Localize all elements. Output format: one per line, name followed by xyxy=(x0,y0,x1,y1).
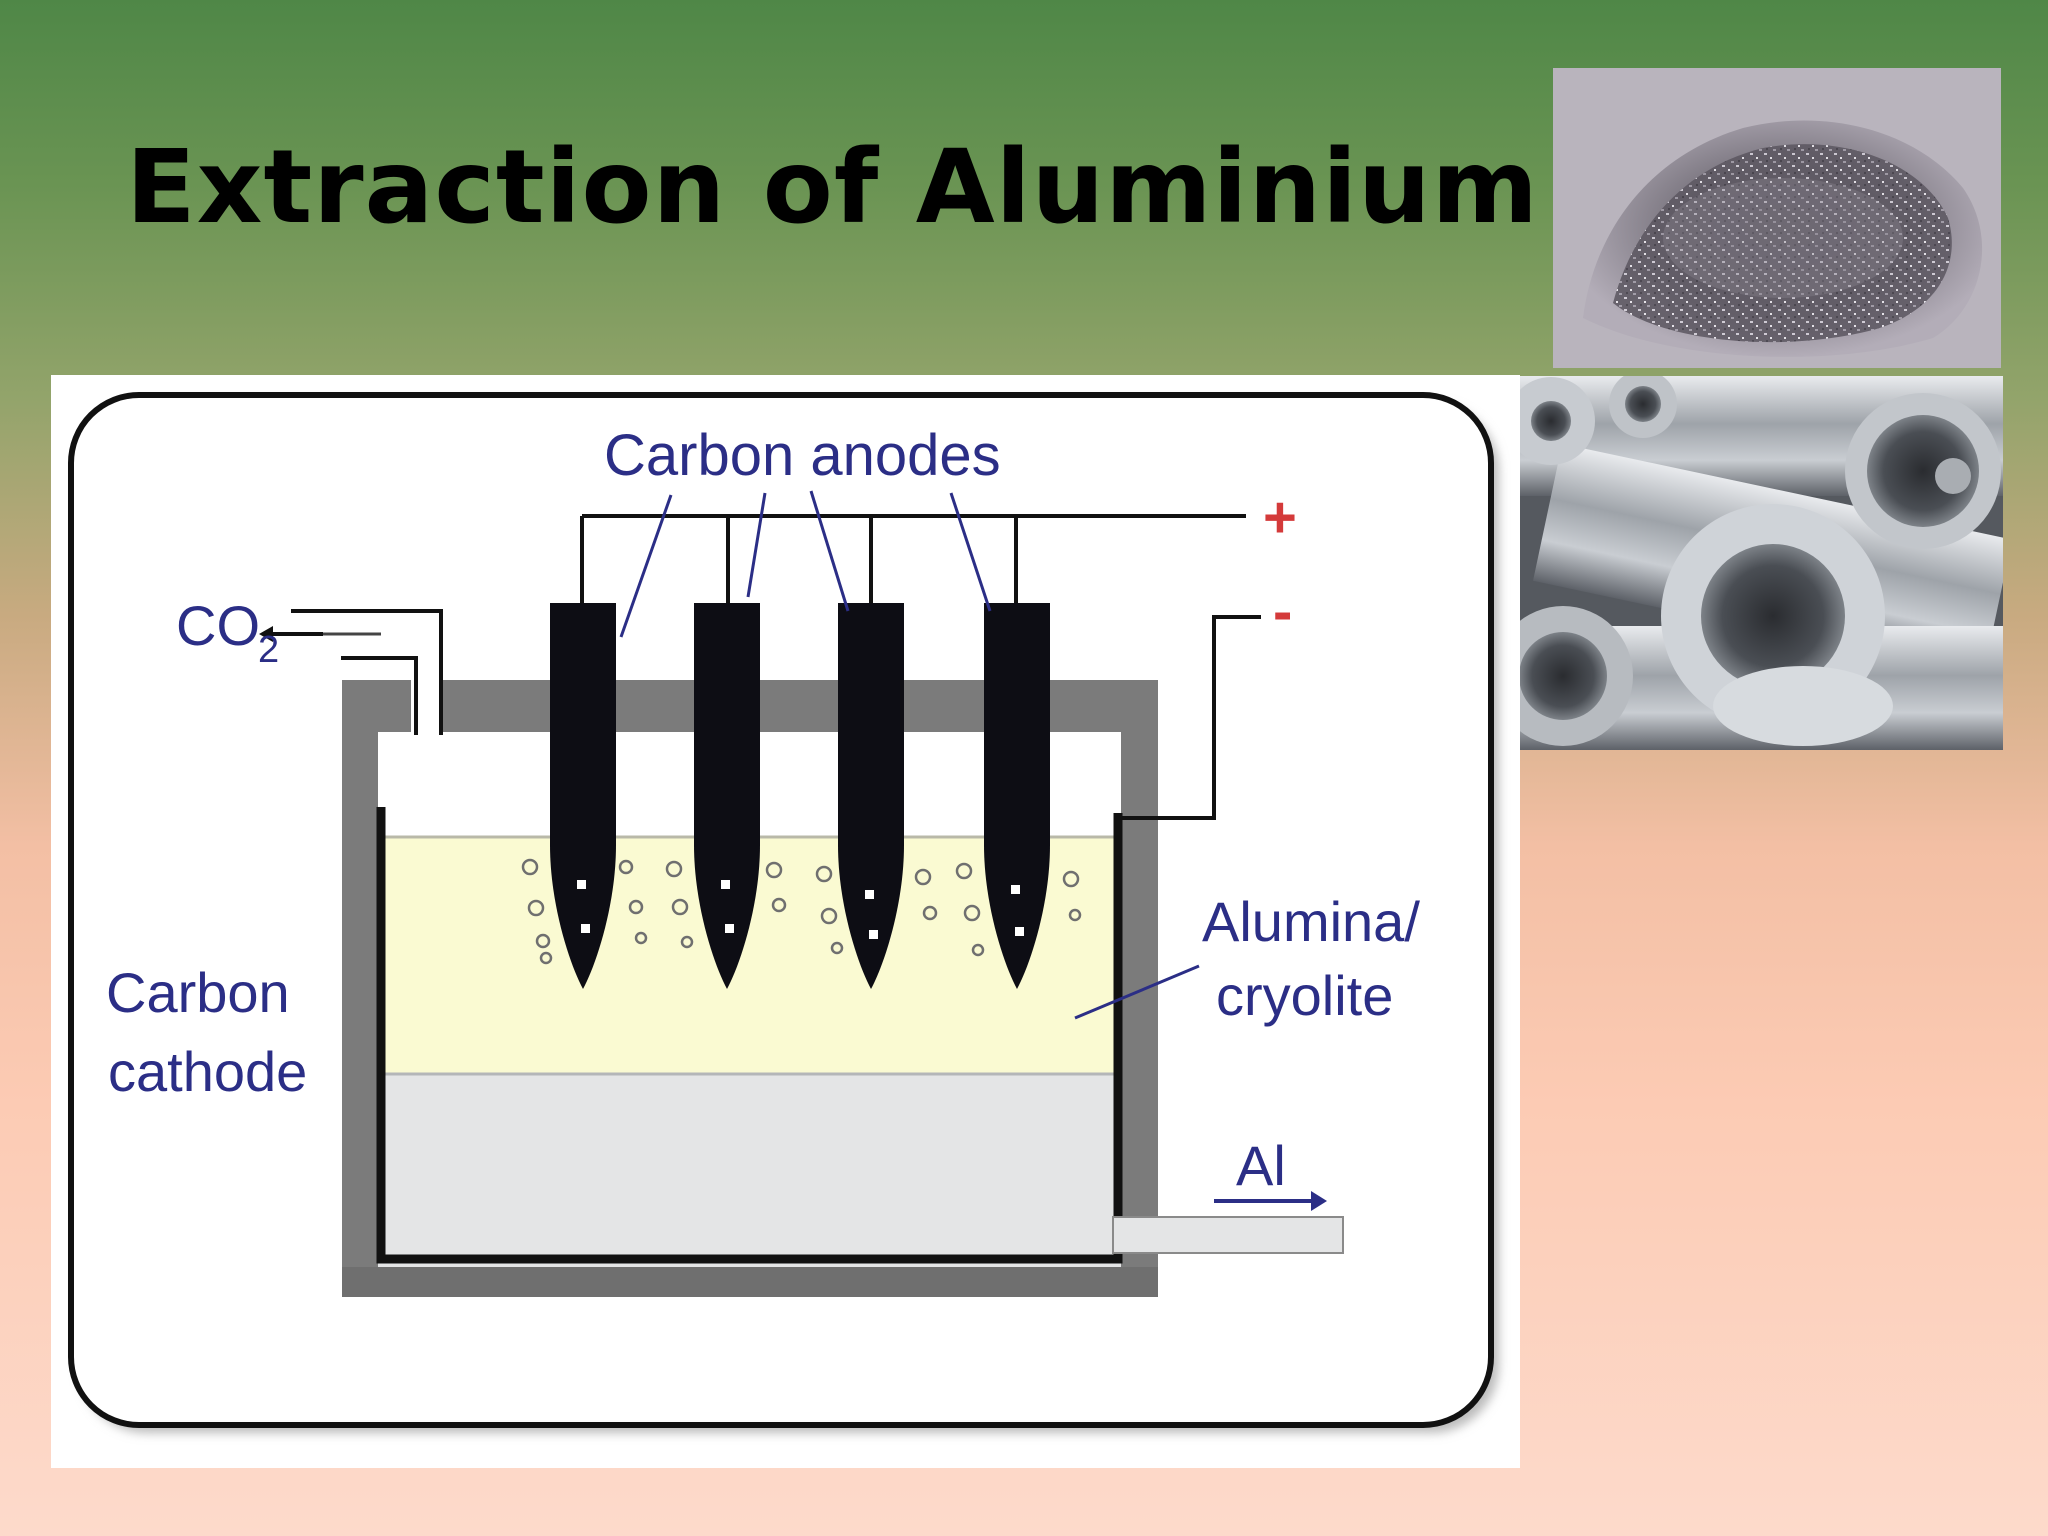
aluminium-tubes-photo xyxy=(1503,376,2003,750)
cathode-wire xyxy=(1118,615,1261,820)
alumina-leader-line xyxy=(1074,964,1200,1020)
label-co2: CO xyxy=(176,594,260,657)
co2-outlet-pipe xyxy=(291,609,443,735)
label-al: Al xyxy=(1236,1134,1286,1197)
aluminium-powder-photo xyxy=(1553,68,2001,368)
carbon-anode-4 xyxy=(984,603,1050,989)
carbon-anode-2 xyxy=(694,603,760,989)
al-arrow-head xyxy=(1311,1191,1327,1211)
label-carbon-cathode-line2: cathode xyxy=(108,1040,307,1103)
label-carbon-cathode-line1: Carbon xyxy=(106,961,290,1024)
molten-aluminium-layer xyxy=(378,1074,1121,1267)
aluminium-tap-pipe xyxy=(1112,1216,1344,1254)
label-plus: + xyxy=(1263,485,1297,550)
label-minus: - xyxy=(1273,579,1292,644)
anode-leader-lines xyxy=(619,490,992,638)
gas-bubbles xyxy=(521,858,1082,965)
label-co2-subscript: 2 xyxy=(258,629,279,671)
label-carbon-anodes: Carbon anodes xyxy=(604,423,1001,488)
carbon-cathode-lining xyxy=(376,807,1123,1264)
carbon-anode-1 xyxy=(550,603,616,989)
co2-arrow xyxy=(259,626,273,642)
label-alumina-line1: Alumina/ xyxy=(1202,890,1420,953)
slide-title: Extraction of Aluminium xyxy=(126,128,1539,247)
label-alumina-line2: cryolite xyxy=(1216,964,1393,1027)
carbon-anode-3 xyxy=(838,603,904,989)
electrolysis-cell-diagram: Carbon anodes CO 2 + - Carbon cathode Al… xyxy=(51,375,1520,1468)
